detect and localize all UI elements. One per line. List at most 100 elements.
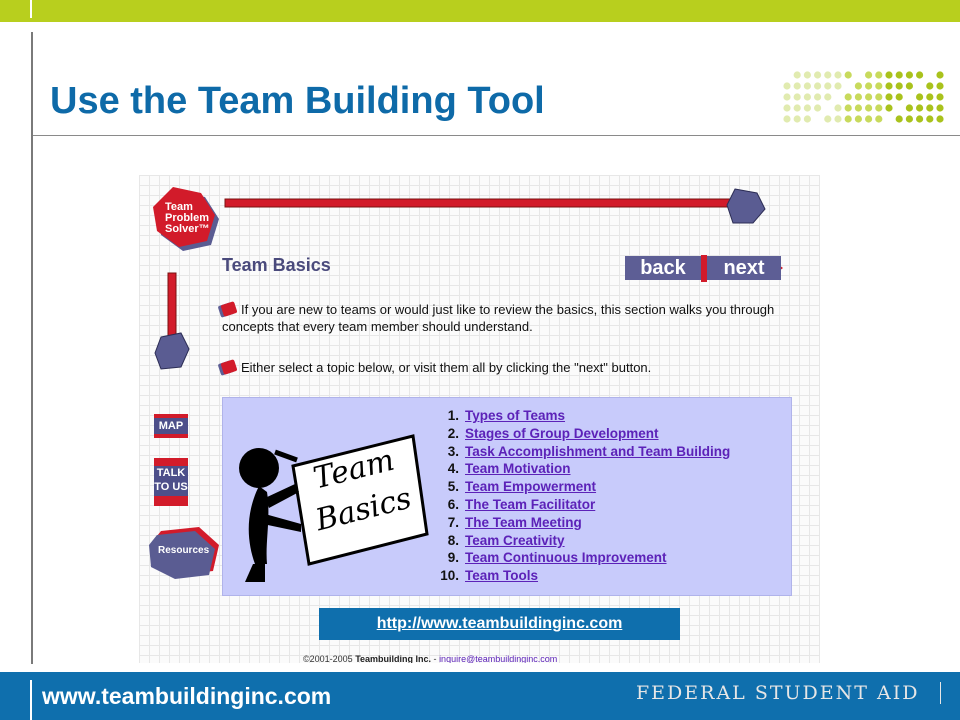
logo-dot: [783, 71, 791, 79]
copyright-email-link[interactable]: inquire@teambuildinginc.com: [439, 654, 558, 663]
logo-dot: [875, 71, 883, 79]
logo-dot: [905, 93, 913, 101]
footer-notch: [30, 680, 32, 720]
logo-dot: [895, 82, 903, 90]
logo-dot: [803, 93, 811, 101]
logo-dot: [885, 104, 893, 112]
logo-dot: [814, 82, 822, 90]
logo-dot: [875, 104, 883, 112]
logo-dot: [824, 82, 832, 90]
logo-line-2: Problem: [165, 212, 210, 224]
team-basics-figure-icon: [239, 434, 429, 582]
topic-link-team-tools[interactable]: Team Tools: [465, 568, 539, 584]
logo-dot: [814, 93, 822, 101]
logo-dot: [926, 104, 934, 112]
logo-dot: [793, 82, 801, 90]
logo-dot: [793, 115, 801, 123]
logo-dot: [854, 71, 862, 79]
logo-dot: [875, 82, 883, 90]
logo-dot: [916, 93, 924, 101]
slide-title: Use the Team Building Tool: [50, 80, 545, 122]
logo-dot: [803, 82, 811, 90]
federal-student-aid-logo: FEDERAL STUDENT AID: [636, 682, 920, 704]
logo-dot: [844, 93, 852, 101]
resources-button[interactable]: Resources: [158, 545, 210, 556]
logo-dot: [783, 93, 791, 101]
section-heading: Team Basics: [222, 255, 331, 275]
footer-brand-rule: [940, 682, 941, 704]
topic-link-types-of-teams[interactable]: Types of Teams: [465, 408, 566, 423]
logo-dot: [926, 93, 934, 101]
intro-text-2: Either select a topic below, or visit th…: [241, 360, 652, 375]
logo-dot: [926, 71, 934, 79]
bullet-icon: [220, 301, 238, 317]
logo-dot: [916, 71, 924, 79]
logo-dot: [844, 82, 852, 90]
logo-dot: [834, 71, 842, 79]
back-button[interactable]: back: [625, 256, 701, 280]
logo-dot: [895, 71, 903, 79]
topic-link-empowerment[interactable]: Team Empowerment: [465, 479, 597, 495]
logo-dot: [926, 82, 934, 90]
topic-item-4: 4.Team Motivation: [447, 461, 571, 477]
logo-dot: [814, 115, 822, 123]
topic-item-9: 9.Team Continuous Improvement: [447, 550, 667, 566]
logo-dot: [854, 82, 862, 90]
logo-dot: [824, 104, 832, 112]
topic-link-continuous-improvement[interactable]: Team Continuous Improvement: [465, 550, 667, 566]
topic-list: 1.Types of Teams 2.Stages of Group Devel…: [435, 408, 730, 586]
logo-dot: [824, 115, 832, 123]
logo-dot: [824, 93, 832, 101]
logo-dot: [854, 104, 862, 112]
logo-dot: [895, 93, 903, 101]
topic-link-meeting[interactable]: The Team Meeting: [465, 514, 582, 530]
logo-dot: [936, 115, 944, 123]
copyright-line: ©2001-2005 Teambuilding Inc. - inquire@t…: [303, 654, 557, 663]
logo-dot: [936, 71, 944, 79]
logo-dot: [814, 71, 822, 79]
logo-dot: [885, 115, 893, 123]
topic-link-motivation[interactable]: Team Motivation: [465, 461, 571, 477]
topic-item-5: 5.Team Empowerment: [447, 479, 597, 495]
logo-dot: [844, 71, 852, 79]
logo-dot: [844, 115, 852, 123]
topic-item-2: 2.Stages of Group Development: [447, 425, 659, 441]
logo-dot: [824, 71, 832, 79]
copyright-brand: Teambuilding Inc.: [355, 654, 432, 663]
logo-dot: [834, 82, 842, 90]
talk-to-us-button[interactable]: TALK TO US: [154, 466, 188, 496]
logo-line-3: Solver™: [165, 223, 210, 235]
logo-dot: [783, 82, 791, 90]
logo-dot: [895, 104, 903, 112]
logo-dot: [916, 115, 924, 123]
logo-dot: [834, 115, 842, 123]
topic-link-creativity[interactable]: Team Creativity: [465, 532, 565, 548]
next-button[interactable]: next: [707, 256, 781, 280]
topic-link-stages[interactable]: Stages of Group Development: [465, 425, 659, 441]
footer-bar: www.teambuildinginc.com FEDERAL STUDENT …: [0, 672, 960, 720]
website-screenshot: Team Problem Solver™ Team Basics back ne…: [139, 175, 820, 663]
logo-dot: [834, 104, 842, 112]
top-accent-bar: [0, 0, 960, 22]
logo-dot: [926, 115, 934, 123]
talk-label: TALK: [156, 467, 186, 479]
logo-dot: [905, 71, 913, 79]
teambuilding-url-link[interactable]: http://www.teambuildinginc.com: [376, 615, 623, 632]
logo-dot: [854, 115, 862, 123]
left-bar-hexagon: [154, 332, 190, 370]
logo-dot: [885, 71, 893, 79]
topic-item-7: 7.The Team Meeting: [447, 514, 582, 530]
logo-dot: [793, 104, 801, 112]
logo-dot: [885, 93, 893, 101]
logo-dot: [905, 115, 913, 123]
map-button[interactable]: MAP: [154, 418, 188, 434]
logo-dot: [783, 104, 791, 112]
logo-dot: [875, 93, 883, 101]
left-red-bar: [167, 272, 177, 338]
logo-dot: [803, 115, 811, 123]
topic-link-facilitator[interactable]: The Team Facilitator: [465, 496, 596, 512]
top-bar-notch: [30, 0, 32, 18]
logo-dot: [895, 115, 903, 123]
to-us-label: TO US: [154, 481, 188, 493]
topic-link-task-accomplishment[interactable]: Task Accomplishment and Team Building: [465, 443, 731, 459]
